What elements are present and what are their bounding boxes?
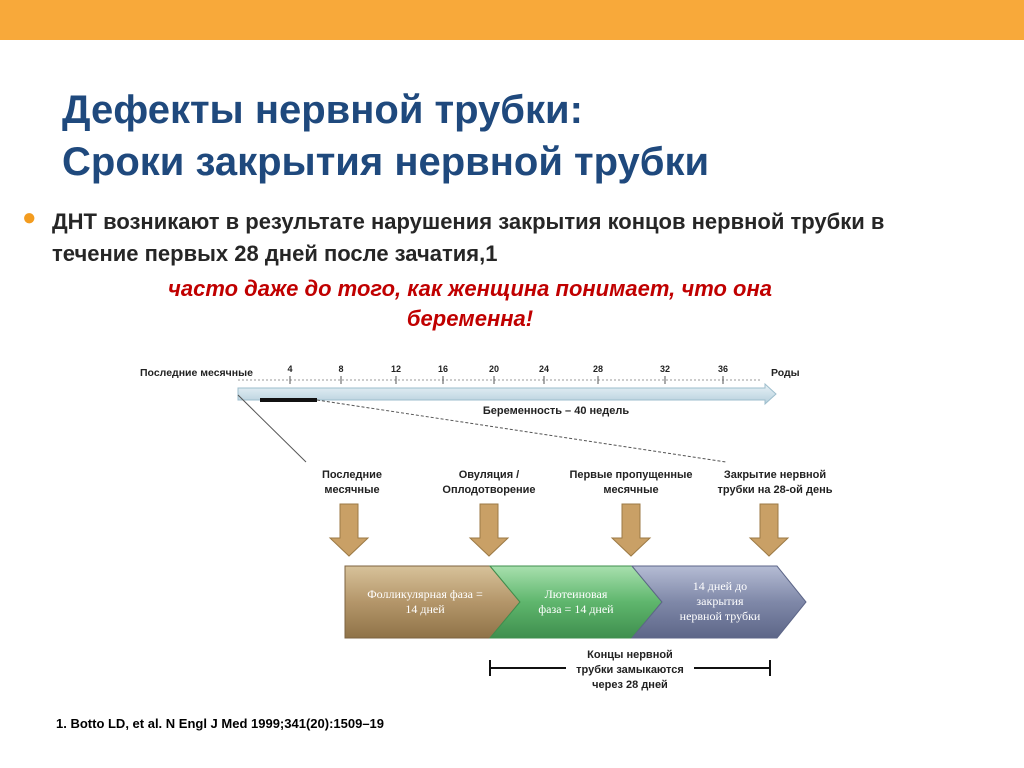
down-arrow-icon [748, 503, 790, 557]
tick-label: 24 [539, 364, 549, 374]
phase-label-line: 14 дней [405, 602, 445, 616]
down-arrow-icon [468, 503, 510, 557]
down-arrow-icon [328, 503, 370, 557]
phase-labels: Фолликулярная фаза = 14 дней Лютеиновая … [367, 579, 761, 623]
zoom-line-right [316, 399, 727, 463]
event-label-line: Закрытие нервной [724, 469, 826, 481]
tick-label: 12 [391, 364, 401, 374]
event-labels: Последние месячные Овуляция / Оплодотвор… [322, 469, 833, 496]
closure-note-line: через 28 дней [592, 679, 668, 691]
closure-note: Концы нервной трубки замыкаются через 28… [576, 649, 684, 691]
timeline-end-label: Роды [771, 367, 800, 379]
phase-label-line: фаза = 14 дней [538, 602, 614, 616]
phase-label-line: Фолликулярная фаза = [367, 587, 483, 601]
phase-label-line: Лютеиновая [545, 587, 608, 601]
top-accent-bar [0, 0, 1024, 40]
timeline-ticks: 4 8 12 16 20 24 28 32 36 [287, 364, 728, 384]
tick-label: 32 [660, 364, 670, 374]
event-label-line: месячные [324, 484, 379, 496]
event-label-line: трубки на 28-ой день [718, 484, 833, 496]
zoom-line-left [237, 394, 307, 463]
tick-label: 28 [593, 364, 603, 374]
slide-title: Дефекты нервной трубки: Сроки закрытия н… [62, 84, 709, 188]
event-arrows [328, 503, 790, 557]
highlight-line-2: беременна! [406, 306, 534, 331]
tick-label: 20 [489, 364, 499, 374]
event-label-line: Первые пропущенные [569, 469, 692, 481]
pregnancy-caption: Беременность – 40 недель [483, 405, 629, 417]
closure-note-line: трубки замыкаются [576, 664, 684, 676]
tick-label: 4 [287, 364, 292, 374]
closure-span [489, 660, 771, 676]
pregnancy-timeline-diagram: Последние месячные Роды 4 8 12 16 20 24 … [140, 364, 833, 691]
title-line-2: Сроки закрытия нервной трубки [62, 140, 710, 184]
highlight-line-1: часто даже до того, как женщина понимает… [168, 276, 772, 301]
event-label-line: Оплодотворение [442, 484, 535, 496]
phase-label-line: 14 дней до [693, 579, 747, 593]
event-label-line: месячные [603, 484, 658, 496]
phase-label-line: нервной трубки [680, 609, 761, 623]
title-line-1: Дефекты нервной трубки: [62, 88, 583, 132]
phase-bar [344, 565, 807, 639]
first-month-marker [260, 398, 317, 402]
phase-label-line: закрытия [696, 594, 744, 608]
down-arrow-icon [610, 503, 652, 557]
tick-label: 36 [718, 364, 728, 374]
event-label-line: Последние [322, 469, 382, 481]
timeline-start-label: Последние месячные [140, 367, 253, 379]
timeline-arrow [237, 382, 777, 406]
closure-note-line: Концы нервной [587, 649, 673, 661]
bullet-text: ДНТ возникают в результате нарушения зак… [52, 209, 885, 266]
tick-label: 16 [438, 364, 448, 374]
bullet-icon: ● [22, 204, 37, 231]
highlight-text: часто даже до того, как женщина понимает… [70, 274, 870, 334]
reference-footnote: 1. Botto LD, et al. N Engl J Med 1999;34… [56, 716, 385, 731]
event-label-line: Овуляция / [459, 469, 519, 481]
tick-label: 8 [338, 364, 343, 374]
phase-closure [630, 565, 807, 639]
timeline-axis [237, 379, 777, 463]
